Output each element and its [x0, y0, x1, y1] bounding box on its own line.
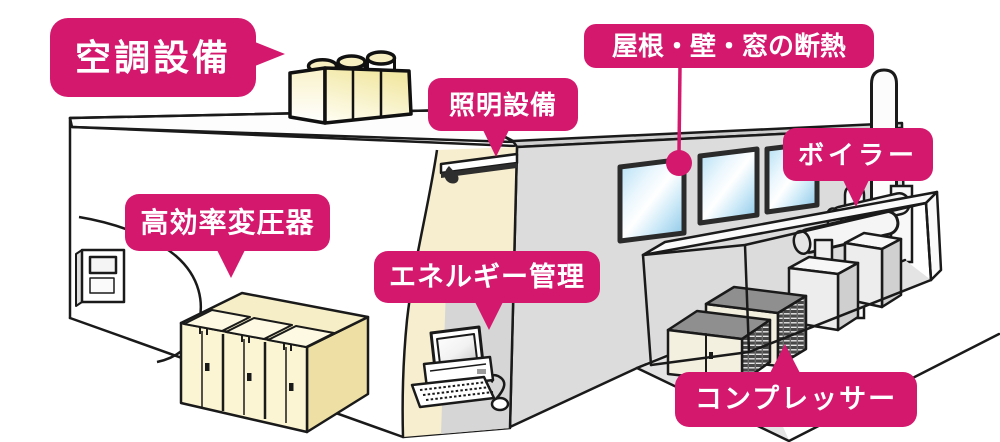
pointer-down-icon: [843, 180, 869, 207]
rooftop-ac-unit: [288, 50, 413, 125]
label-compressor-text: コンプレッサー: [694, 384, 898, 414]
insulation-dot: [666, 150, 692, 176]
label-insulation: 屋根・壁・窓の断熱: [584, 24, 874, 68]
label-energy-management: エネルギー管理: [374, 251, 600, 330]
label-lighting: 照明設備: [428, 78, 578, 157]
window: [617, 156, 687, 244]
label-insulation-text: 屋根・壁・窓の断熱: [611, 31, 846, 61]
pointer-up-icon: [770, 344, 800, 373]
pointer-down-icon: [483, 130, 509, 157]
compressors: [666, 285, 808, 384]
equipment-enclosure: [641, 190, 943, 367]
pointer-right-icon: [255, 42, 285, 66]
electrical-panel: [75, 248, 126, 307]
label-transformer-text: 高効率変圧器: [140, 206, 315, 238]
label-energy-management-text: エネルギー管理: [389, 261, 585, 292]
pointer-down-icon: [475, 302, 503, 330]
energy-management-computer: [410, 325, 510, 412]
label-boiler-text: ボイラー: [797, 139, 918, 170]
label-compressor: コンプレッサー: [675, 344, 917, 427]
window: [697, 146, 760, 226]
ceiling-light: [439, 152, 519, 184]
label-aircon-text: 空調設備: [74, 36, 231, 78]
label-aircon: 空調設備: [50, 18, 285, 97]
label-boiler: ボイラー: [783, 128, 933, 207]
label-transformer: 高効率変圧器: [125, 194, 330, 278]
transformer-cabinets: [179, 291, 370, 434]
insulation-line: [677, 65, 682, 154]
pointer-down-icon: [217, 250, 245, 278]
label-lighting-text: 照明設備: [448, 89, 557, 120]
